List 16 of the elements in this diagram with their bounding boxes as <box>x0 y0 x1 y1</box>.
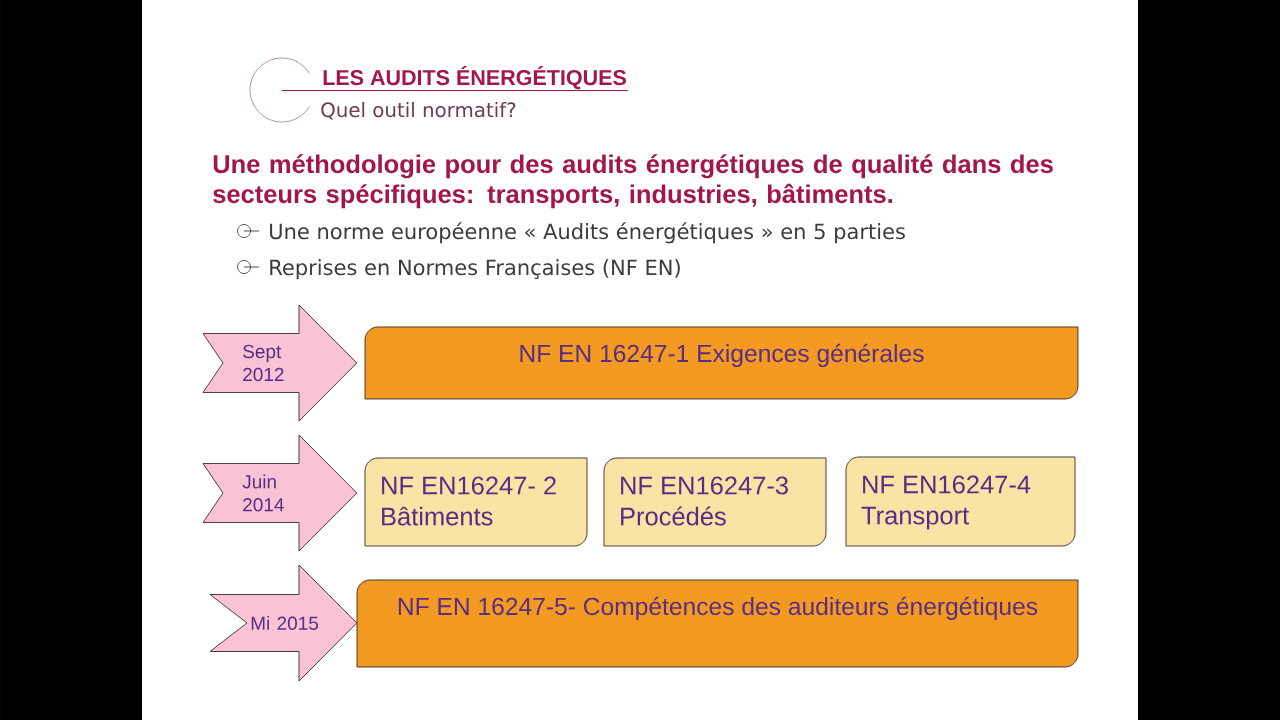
edge-label: Mi 2015 <box>251 616 319 630</box>
heading-text: Une méthodologie pour des audits énergétiques de qualité dans des secteurs spécifiques: transports, industries, bâtiments. <box>213 154 1053 209</box>
edge-label: Sept 2012 <box>243 344 284 382</box>
edge-label: Juin 2014 <box>242 474 284 512</box>
subtitle: Quel outil normatif? <box>321 101 516 120</box>
block-arrow <box>209 564 358 682</box>
block-arrow <box>202 304 358 422</box>
title: LES AUDITS ÉNERGÉTIQUES <box>323 65 626 90</box>
standard-box: NF EN16247-4 Transport <box>845 456 1076 547</box>
bullet-text: Reprises en Normes Françaises (NF EN) <box>270 259 680 280</box>
bullet-text: Une norme européenne « Audits énergétiques » en 5 parties <box>270 222 905 244</box>
block-arrow <box>202 434 358 552</box>
standard-box: NF EN 16247-5- Compétences des auditeurs énergétiques <box>356 579 1079 668</box>
standard-box: NF EN16247- 2 Bâtiments <box>364 457 588 547</box>
standard-box: NF EN16247-3 Procédés <box>603 457 827 547</box>
standard-box: NF EN 16247-1 Exigences générales <box>364 326 1079 400</box>
